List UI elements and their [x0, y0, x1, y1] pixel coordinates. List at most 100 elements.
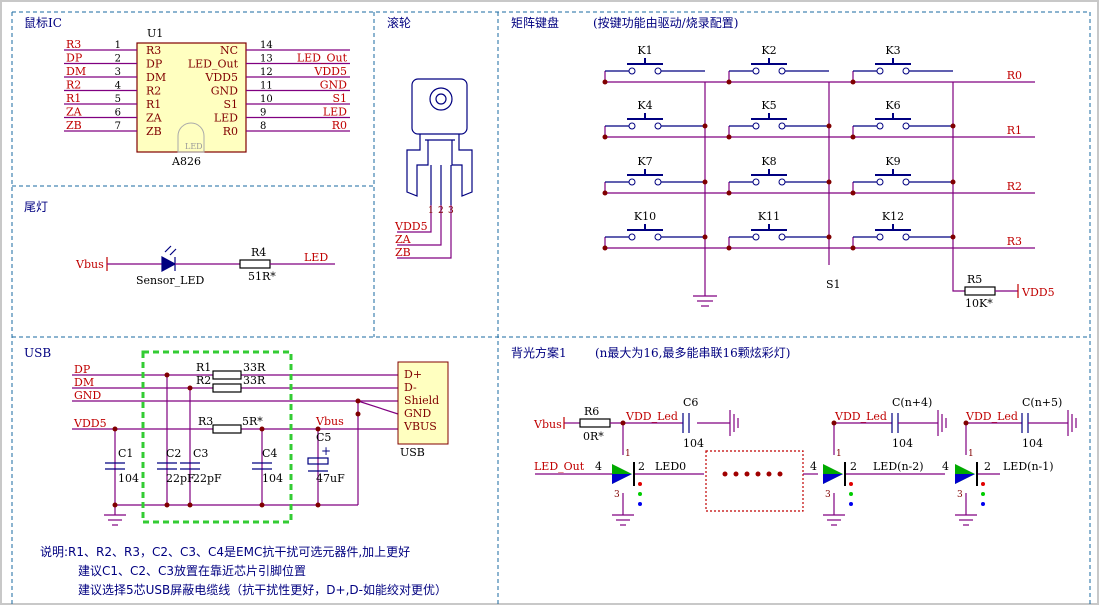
ic-right-pin-name: LED_Out: [188, 58, 239, 71]
junction: [164, 502, 170, 508]
usb-note: 说明:R1、R2、R3，C2、C3、C4是EMC抗干扰可选元器件,加上更好: [40, 544, 410, 559]
junction: [726, 134, 732, 140]
ic-right-net: VDD5: [313, 65, 347, 78]
matrix-col-label: S1: [826, 278, 841, 291]
ic-left-net: ZA: [66, 106, 83, 119]
bl-led-out: LED_Out: [534, 460, 585, 473]
usb-net: DP: [74, 363, 91, 376]
bl-vbus: Vbus: [533, 418, 562, 431]
key-label: K1: [637, 44, 652, 57]
key-label: K3: [885, 44, 900, 57]
bl-led-n2: LED(n-2): [873, 460, 924, 473]
junction: [187, 502, 193, 508]
key-label: K10: [634, 210, 656, 223]
ic-right-net: R0: [332, 119, 347, 132]
usb-net: VDD5: [73, 417, 107, 430]
bl-pin2: 2: [638, 460, 645, 473]
usb-r3-val: 5R*: [242, 415, 263, 428]
matrix-vdd: VDD5: [1021, 286, 1055, 299]
junction: [826, 234, 832, 240]
wheel-net-zb: ZB: [395, 246, 411, 259]
bl-vdd-led-n1: VDD_Led: [965, 410, 1018, 423]
bl-r6-val: 0R*: [583, 430, 604, 443]
usb-cap-ref: C2: [166, 447, 181, 460]
usb-note: 建议C1、C2、C3放置在靠近芯片引脚位置: [78, 563, 306, 578]
usb-net: DM: [74, 376, 94, 389]
ic-right-pin-num: 12: [260, 67, 273, 78]
usb-cap-ref: C3: [193, 447, 208, 460]
key-switch: K9: [850, 155, 956, 196]
matrix-r5-val: 10K*: [965, 297, 993, 310]
section-title-scroll: 滚轮: [387, 15, 411, 30]
ic-body: [136, 42, 247, 153]
usb-cap-val: 47uF: [316, 472, 345, 485]
ic-right-net: GND: [320, 79, 347, 92]
junction: [850, 134, 856, 140]
key-switch: K6: [850, 99, 956, 140]
ic-left-pin-num: 5: [115, 94, 121, 105]
usb-net: GND: [74, 389, 101, 402]
ic-right-net: LED_Out: [297, 52, 348, 65]
key-switch: K2: [726, 44, 829, 85]
ic-left-net: ZB: [66, 119, 82, 132]
emc-zone: [141, 350, 293, 524]
bl-n2-pin3: 3: [825, 490, 831, 500]
usb-conn-name: USB: [400, 446, 425, 459]
usb-r3: R3: [198, 415, 213, 428]
ic-right-pin-num: 14: [260, 40, 273, 51]
usb-notes: 说明:R1、R2、R3，C2、C3、C4是EMC抗干扰可选元器件,加上更好建议C…: [40, 544, 447, 597]
junction: [355, 411, 361, 417]
ic-left-net: R2: [66, 79, 81, 92]
usb-cap-ref: C5: [316, 431, 331, 444]
junction: [726, 190, 732, 196]
key-label: K2: [761, 44, 776, 57]
junction: [259, 426, 265, 432]
scroll-wheel-wires: [397, 205, 452, 259]
ic-left-pin-num: 4: [115, 81, 121, 92]
junction: [602, 134, 608, 140]
ic-left-pin-num: 7: [115, 121, 121, 132]
ic-ref: U1: [147, 27, 163, 40]
ic-left-pin-num: 3: [115, 67, 121, 78]
key-label: K12: [882, 210, 904, 223]
bl-n2-pin1: 1: [836, 449, 842, 459]
matrix-r5: R5: [967, 273, 982, 286]
section-note-backlight: (n最大为16,最多能串联16颗炫彩灯): [595, 345, 790, 360]
key-switch: K5: [726, 99, 832, 140]
wheel-net-za: ZA: [395, 233, 412, 246]
usb-conn-pin: D+: [404, 368, 422, 381]
wheel-net-vdd5: VDD5: [394, 220, 428, 233]
ic-left-pin-name: R1: [146, 98, 161, 111]
key-switch: K8: [726, 155, 832, 196]
wheel-pin-2: 2: [438, 206, 444, 216]
junction: [950, 179, 956, 185]
junction: [112, 426, 118, 432]
usb-conn-pin: D-: [404, 381, 417, 394]
ic-right-pin-num: 8: [260, 121, 266, 132]
tail-r4: R4: [251, 246, 266, 259]
usb-junctions: [112, 372, 361, 508]
section-title-tail-light: 尾灯: [24, 200, 48, 214]
bl-c-n5-val: 104: [1022, 437, 1043, 450]
section-title-usb: USB: [24, 346, 51, 360]
junction: [602, 190, 608, 196]
ic-left-pin-num: 6: [115, 108, 121, 119]
ic-right-pin-num: 13: [260, 54, 273, 65]
usb-cap-ref: C1: [118, 447, 133, 460]
bl-n1-pin2: 2: [984, 460, 991, 473]
bl-c6-val: 104: [683, 437, 704, 450]
ic-left-net: R3: [66, 38, 81, 51]
ic-left-pin-name: ZB: [146, 125, 162, 138]
ic-left-pin-name: DM: [146, 71, 166, 84]
usb-conn-pin: Shield: [404, 394, 439, 407]
bl-led0: LED0: [655, 460, 686, 473]
tail-r4-val: 51R*: [248, 270, 276, 283]
junction: [826, 179, 832, 185]
bl-n1-pin1: 1: [968, 449, 974, 459]
key-label: K5: [761, 99, 776, 112]
junction: [355, 398, 361, 404]
ic-right-pin-name: LED: [214, 112, 238, 125]
